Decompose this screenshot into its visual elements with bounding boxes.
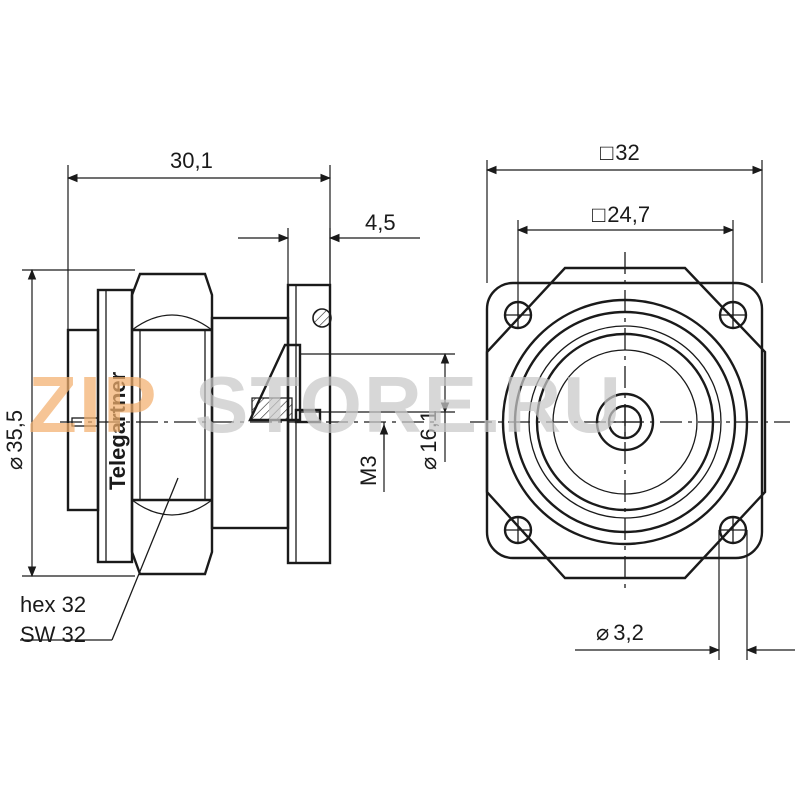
dim-flange-square: □32 [485,140,764,283]
front-view [470,252,790,592]
hex-callout: hex 32 SW 32 [20,477,179,647]
dim-center-diameter: ⌀16,1 [300,352,455,470]
watermark-zip: ZIP [28,360,158,449]
watermark-store: STORE.RU [195,360,623,449]
mount-hole-bl [503,515,533,545]
hex-outline [485,266,767,580]
dim-label-4-5: 4,5 [365,210,396,235]
flange [286,283,332,565]
dim-label-30-1: 30,1 [170,148,213,173]
dim-hole-square: □24,7 [516,202,735,315]
dim-label-35-5: ⌀35,5 [2,410,27,470]
side-view: Telegartner [60,272,440,576]
seal-ring [312,308,332,328]
hex-label: hex 32 [20,592,86,617]
dim-hole-diameter: ⌀3,2 [575,530,795,660]
dim-label-16-1: ⌀16,1 [416,410,441,470]
watermark: ZIP STORE.RU [28,360,623,449]
dim-label-m3: M3 [356,455,381,486]
hex-nut [130,272,214,576]
sw-label: SW 32 [20,622,86,647]
dim-flange-thickness: 4,5 [238,210,420,285]
dim-label-32: □32 [600,140,640,165]
dim-body-diameter: ⌀35,5 [2,268,135,578]
brand-label: Telegartner [105,371,130,490]
dim-thread: M3 [356,422,389,492]
dim-label-24-7: □24,7 [592,202,650,227]
dim-overall-length: 30,1 [66,148,332,330]
dim-label-3-2: ⌀3,2 [596,620,644,645]
mount-hole-br [718,515,748,545]
